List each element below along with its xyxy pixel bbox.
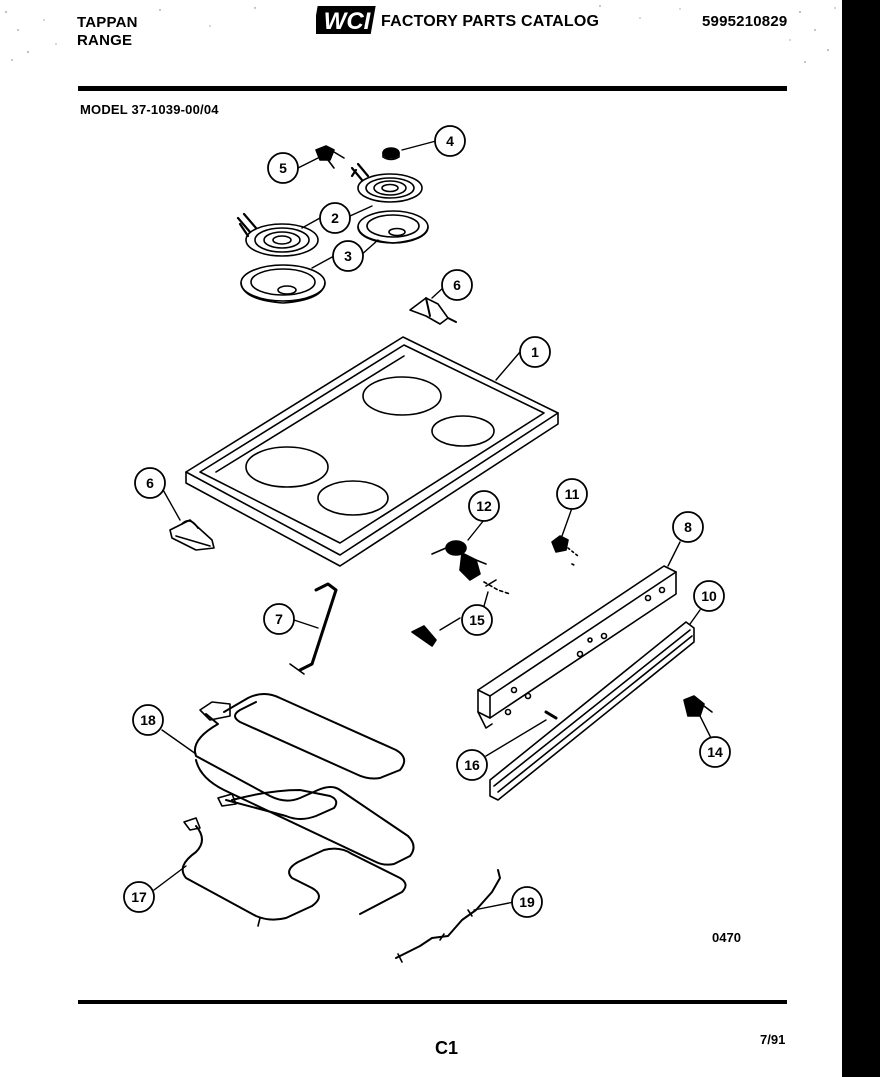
svg-text:17: 17 xyxy=(131,889,147,905)
callout-8: 8 xyxy=(672,511,704,543)
svg-text:7: 7 xyxy=(275,611,283,627)
callout-16: 16 xyxy=(456,749,488,781)
callout-5: 5 xyxy=(267,152,299,184)
svg-text:1: 1 xyxy=(531,344,539,360)
svg-text:16: 16 xyxy=(464,757,480,773)
callout-3: 3 xyxy=(332,240,364,272)
svg-text:15: 15 xyxy=(469,612,485,628)
leader-lines xyxy=(153,140,713,911)
svg-text:12: 12 xyxy=(476,498,492,514)
part-3-upper-drip-bowl xyxy=(357,210,429,244)
svg-text:5: 5 xyxy=(279,160,287,176)
part-11-indicator-light xyxy=(551,535,579,567)
footer-rule xyxy=(78,1000,787,1004)
part-10-trim-strip xyxy=(489,621,695,801)
svg-text:4: 4 xyxy=(446,133,454,149)
svg-text:6: 6 xyxy=(453,277,461,293)
part-1-cooktop xyxy=(185,336,559,567)
part-8-control-bracket xyxy=(477,565,677,729)
part-12-switch xyxy=(431,540,487,581)
part-16-screw xyxy=(544,710,558,720)
svg-text:6: 6 xyxy=(146,475,154,491)
model-number: MODEL 37-1039-00/04 xyxy=(80,102,219,117)
callout-7: 7 xyxy=(263,603,295,635)
callout-19: 19 xyxy=(511,886,543,918)
callout-17: 17 xyxy=(123,881,155,913)
svg-text:14: 14 xyxy=(707,744,723,760)
scan-edge xyxy=(842,0,880,1077)
part-5-terminal-block xyxy=(315,145,345,169)
part-2-upper-coil xyxy=(350,162,423,203)
callout-2: 2 xyxy=(319,202,351,234)
part-7-rod xyxy=(289,582,338,675)
part-15-terminal xyxy=(411,579,511,647)
svg-text:WCI: WCI xyxy=(324,8,372,35)
callout-11: 11 xyxy=(556,478,588,510)
svg-text:11: 11 xyxy=(565,486,580,502)
part-6-upper-receptacle xyxy=(409,297,457,325)
part-17-bake-element xyxy=(181,789,407,927)
part-19-wire-harness xyxy=(395,869,501,963)
drawing-code: 0470 xyxy=(712,930,741,945)
callouts: 1 2 3 4 5 6 6 7 8 10 11 12 14 15 16 17 1… xyxy=(123,125,731,918)
date-code: 7/91 xyxy=(760,1032,786,1047)
page-code: C1 xyxy=(435,1038,459,1058)
svg-text:8: 8 xyxy=(684,519,692,535)
callout-12: 12 xyxy=(468,490,500,522)
svg-text:2: 2 xyxy=(331,210,339,226)
scan-noise xyxy=(5,5,836,63)
callout-18: 18 xyxy=(132,704,164,736)
callout-15: 15 xyxy=(461,604,493,636)
callout-10: 10 xyxy=(693,580,725,612)
callout-1: 1 xyxy=(519,336,551,368)
header-rule xyxy=(78,86,787,91)
part-6-lower-bracket xyxy=(169,519,215,551)
part-18-broil-element xyxy=(194,693,415,866)
product-type: RANGE xyxy=(77,32,133,49)
part-3-lower-drip-bowl xyxy=(240,264,326,304)
svg-text:3: 3 xyxy=(344,248,352,264)
catalog-title: FACTORY PARTS CATALOG xyxy=(381,13,600,30)
svg-text:10: 10 xyxy=(701,588,717,604)
catalog-number: 5995210829 xyxy=(702,13,788,30)
part-2-lower-coil xyxy=(236,212,319,257)
brand-name: TAPPAN xyxy=(77,14,138,31)
part-14-sensor xyxy=(683,695,713,717)
part-4-knob xyxy=(382,147,400,161)
callout-6-upper: 6 xyxy=(441,269,473,301)
callout-14: 14 xyxy=(699,736,731,768)
callout-4: 4 xyxy=(434,125,466,157)
callout-6-lower: 6 xyxy=(134,467,166,499)
svg-text:18: 18 xyxy=(140,712,156,728)
svg-text:19: 19 xyxy=(519,894,535,910)
wci-logo-icon: WCI xyxy=(316,6,376,35)
